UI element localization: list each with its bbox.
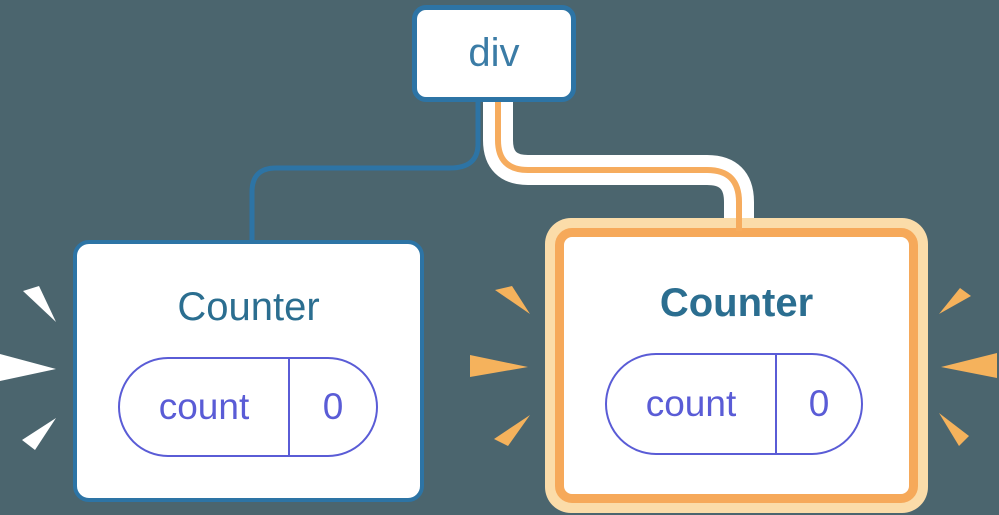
burst-ray-icon bbox=[939, 288, 971, 314]
state-value: 0 bbox=[322, 386, 344, 427]
component-title: Counter bbox=[177, 285, 320, 329]
burst-ray-icon bbox=[495, 286, 530, 314]
tree-node-div-label: div bbox=[468, 31, 520, 75]
state-name: count bbox=[120, 359, 290, 455]
orange-burst-rays-icon bbox=[939, 288, 997, 446]
tree-node-div: div bbox=[412, 5, 576, 102]
burst-ray-icon bbox=[939, 413, 969, 446]
counter-card-right: Counter count 0 bbox=[555, 228, 918, 503]
edge-div-to-left-counter bbox=[249, 102, 481, 246]
burst-ray-icon bbox=[23, 286, 56, 322]
state-pill: count 0 bbox=[118, 357, 378, 457]
white-burst-rays-icon bbox=[0, 286, 56, 450]
orange-burst-rays-icon bbox=[470, 286, 530, 446]
state-name: count bbox=[607, 355, 777, 453]
burst-ray-icon bbox=[470, 355, 528, 377]
state-value: 0 bbox=[808, 383, 830, 424]
component-title: Counter bbox=[659, 281, 814, 325]
counter-card-left: Counter count 0 bbox=[73, 240, 424, 502]
burst-ray-icon bbox=[22, 418, 56, 450]
burst-ray-icon bbox=[0, 354, 56, 381]
burst-ray-icon bbox=[941, 353, 997, 378]
edge-div-to-right-counter-casing bbox=[483, 102, 754, 226]
burst-ray-icon bbox=[494, 415, 530, 446]
edge-div-to-right-counter bbox=[495, 102, 742, 226]
counter-card-right-halo: Counter count 0 bbox=[545, 218, 928, 513]
state-pill: count 0 bbox=[605, 353, 863, 455]
